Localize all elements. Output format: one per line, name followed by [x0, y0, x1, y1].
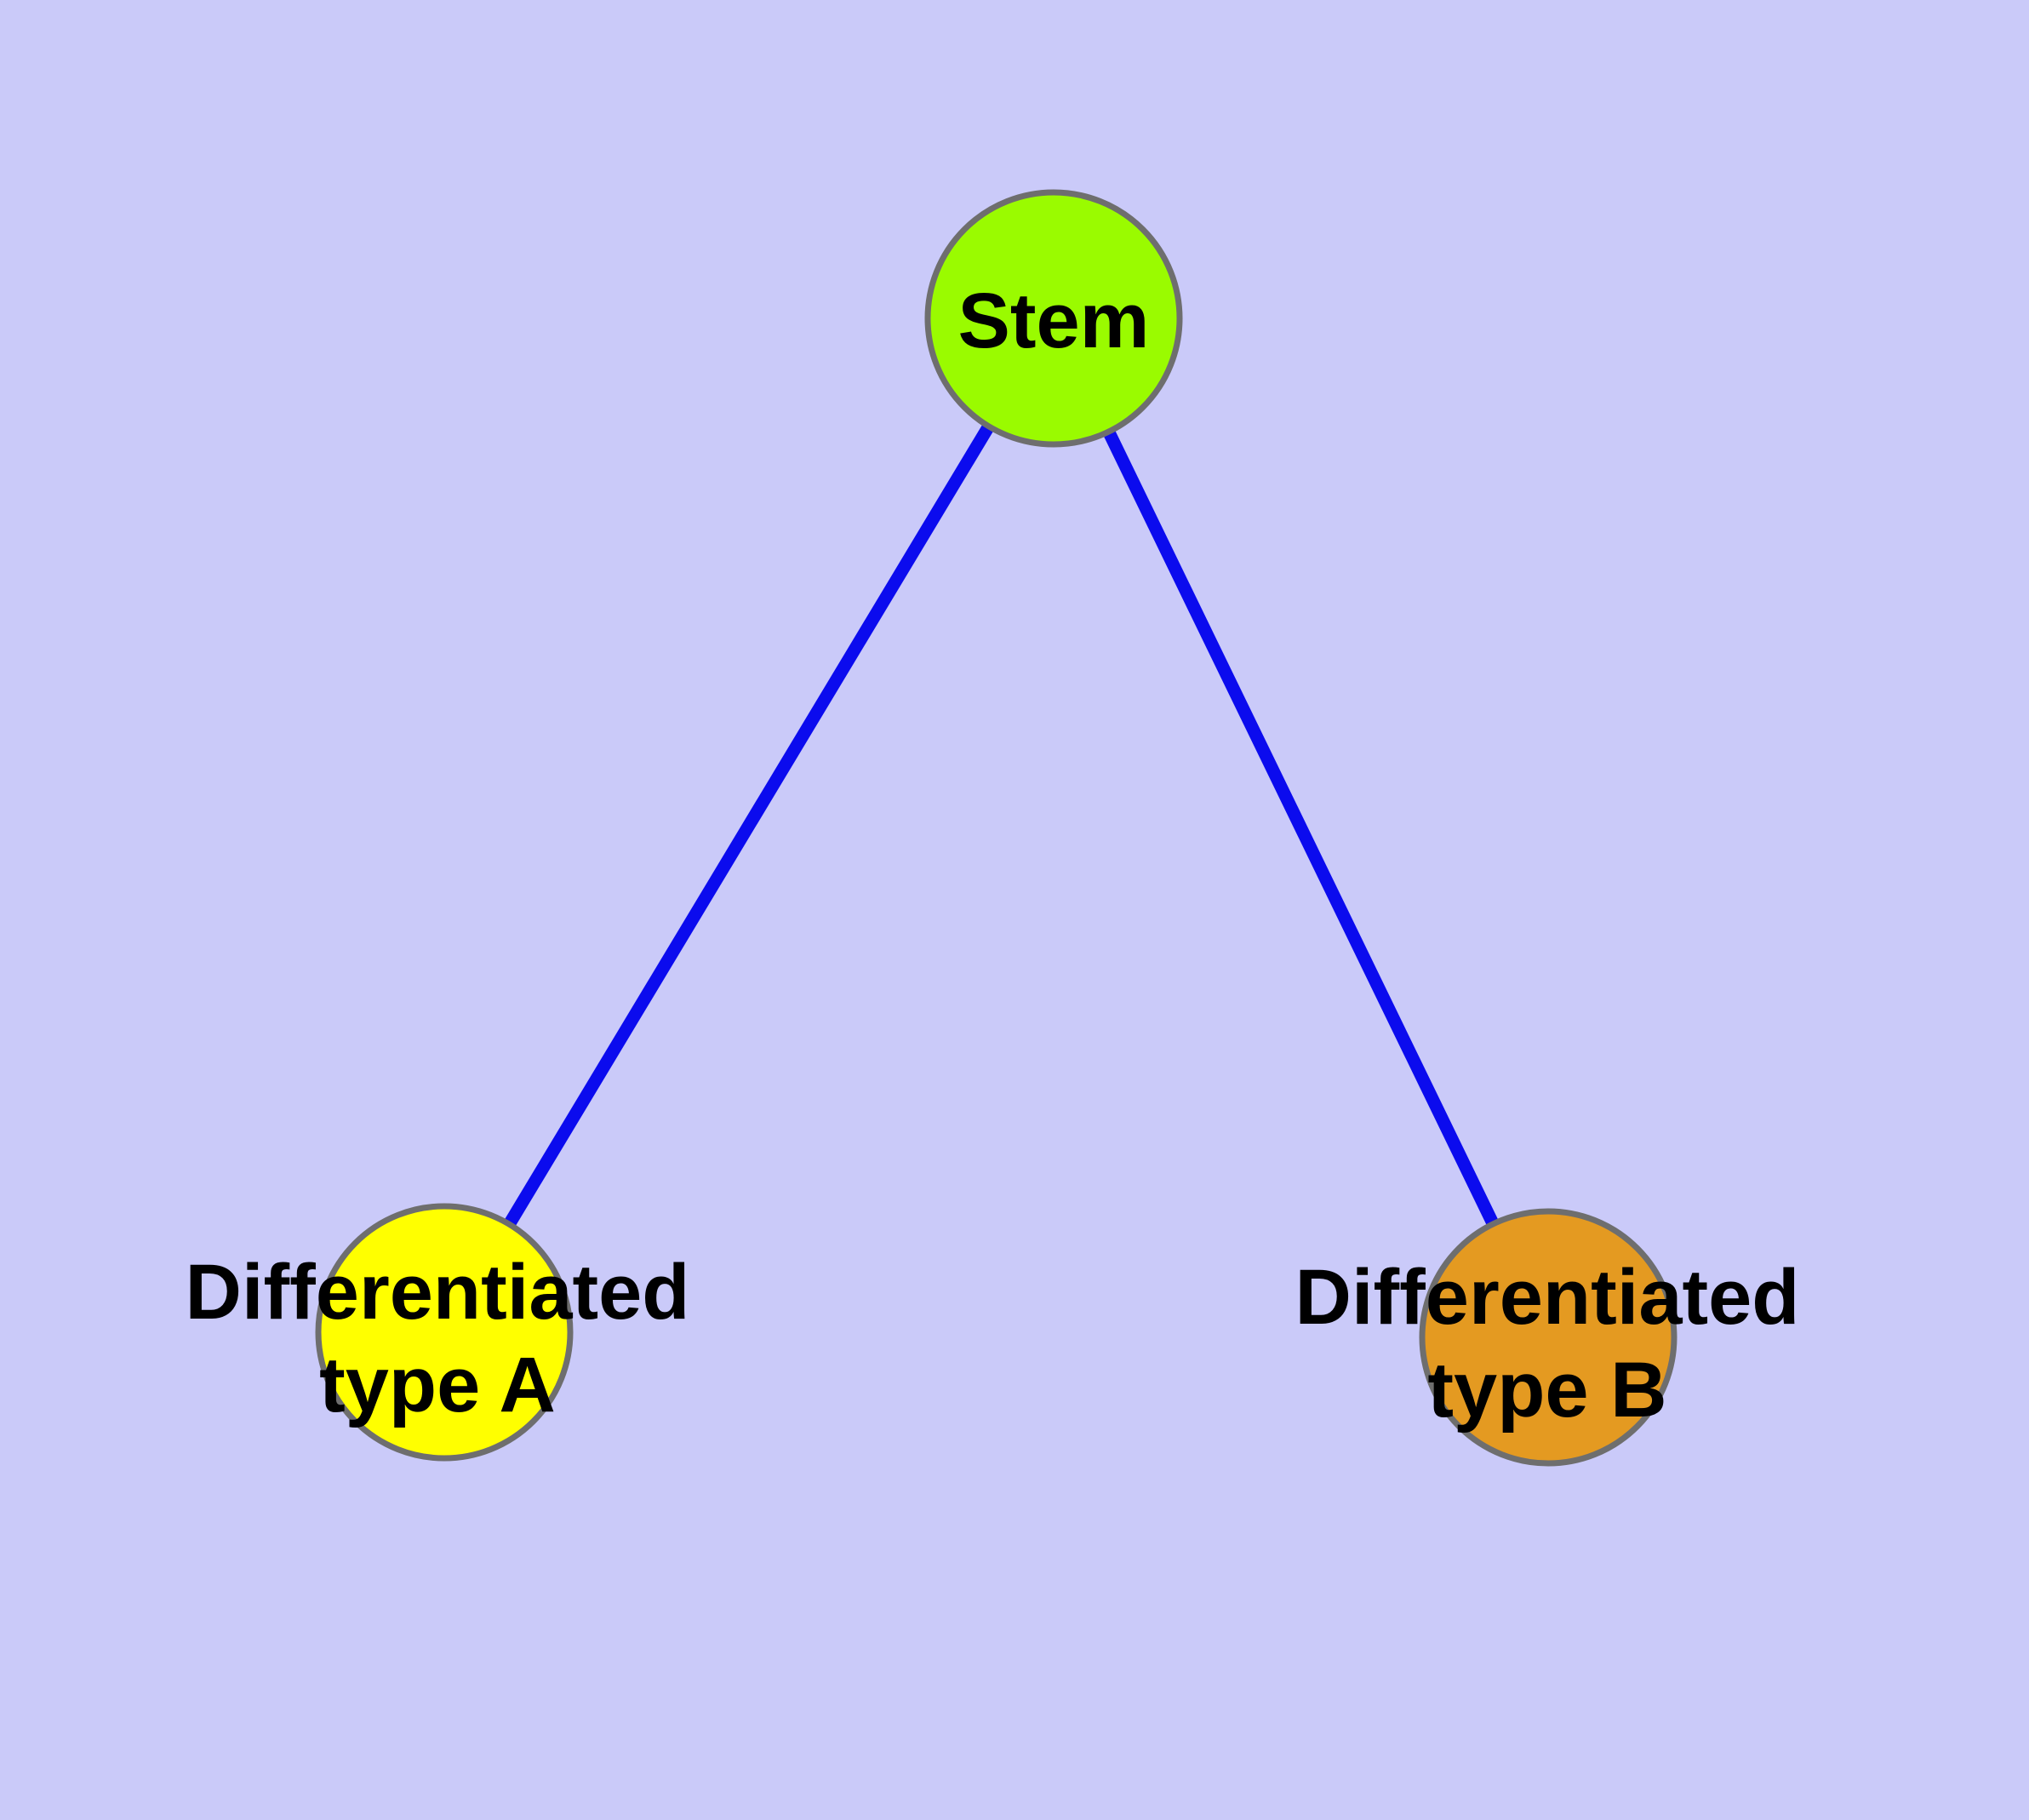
- node-type-b-circle: [1419, 1208, 1677, 1467]
- node-stem-circle: [924, 189, 1183, 448]
- node-type-b-label-line1: Differentiated: [1295, 1254, 1800, 1341]
- node-type-a-label-line1: Differentiated: [186, 1249, 690, 1336]
- node-type-a-label-line2: type A: [319, 1342, 556, 1428]
- edge-stem-to-type-b: [1048, 315, 1554, 1341]
- node-type-a-circle: [315, 1203, 574, 1462]
- node-stem-label: Stem: [958, 278, 1150, 364]
- edge-stem-to-type-a: [438, 315, 1060, 1336]
- node-type-b-label-line2: type B: [1427, 1347, 1666, 1434]
